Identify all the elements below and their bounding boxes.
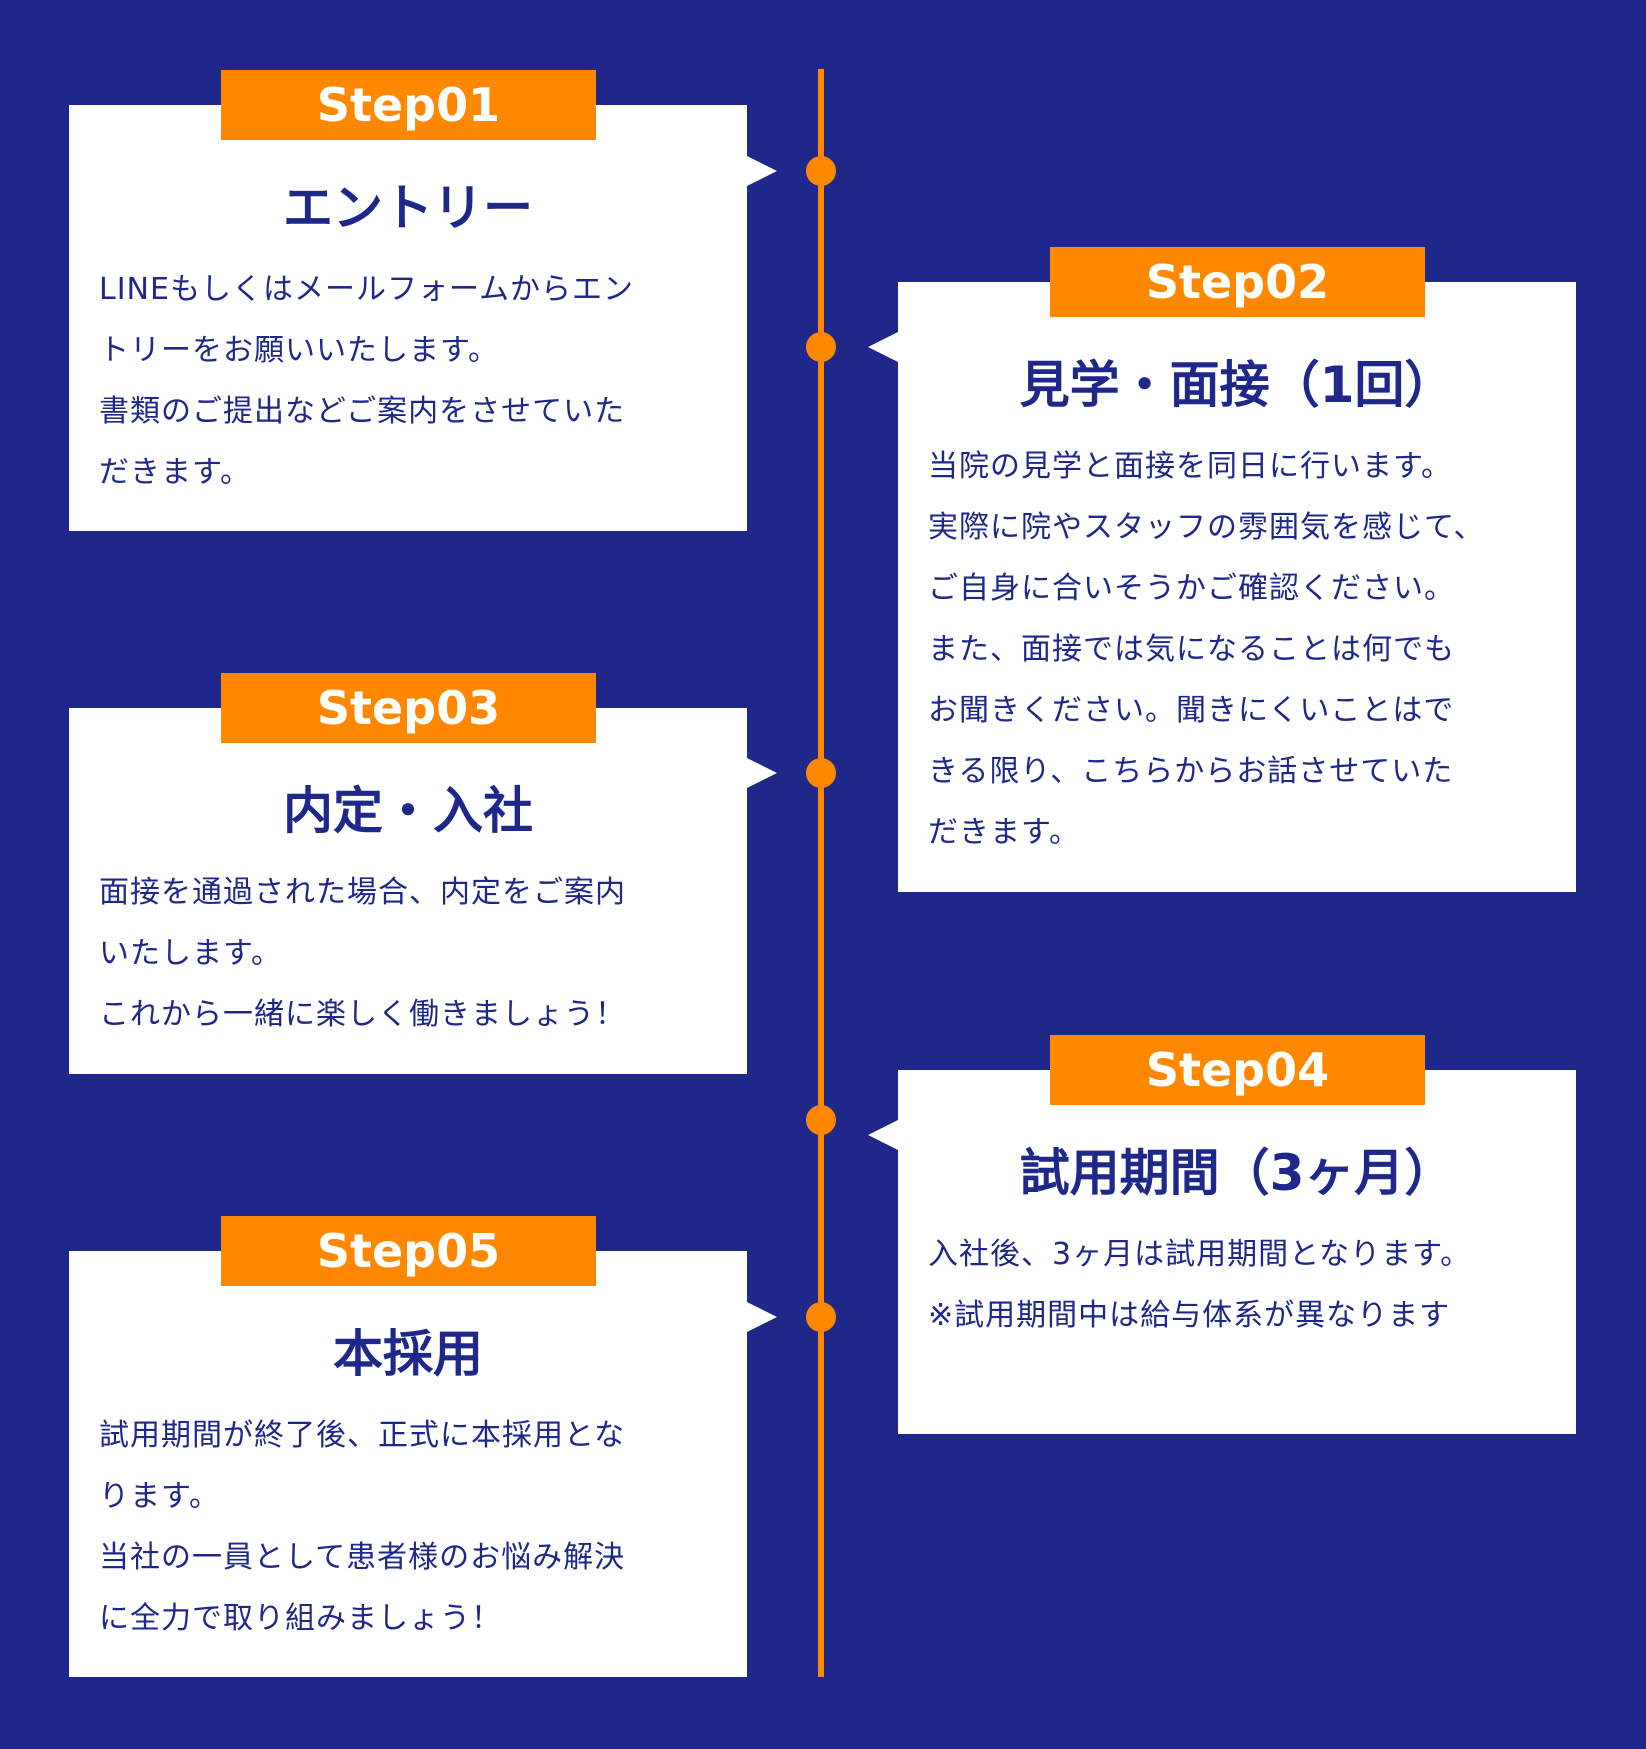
timeline-dot-step04: [806, 1105, 836, 1135]
step-description: 当院の見学と面接を同日に行います。実際に院やスタッフの雰囲気を感じて、ご自身に合…: [928, 436, 1556, 863]
description-line: だきます。: [99, 455, 251, 490]
description-line: 書類のご提出などご案内をさせていた: [99, 394, 626, 429]
step-label: Step04: [1050, 1035, 1425, 1105]
step-description: LINEもしくはメールフォームからエントリーをお願いいたします。書類のご提出など…: [99, 259, 727, 503]
description-line: いたします。: [99, 936, 282, 971]
step-description: 試用期間が終了後、正式に本採用となります。当社の一員として患者様のお悩み解決に全…: [99, 1405, 727, 1649]
description-line: 試用期間が終了後、正式に本採用とな: [99, 1418, 626, 1453]
timeline-dot-step03: [806, 758, 836, 788]
description-line: トリーをお願いいたします。: [99, 333, 499, 368]
step-description: 面接を通過された場合、内定をご案内いたします。これから一緒に楽しく働きましょう！: [99, 862, 727, 1045]
description-line: だきます。: [928, 815, 1080, 850]
description-line: ります。: [99, 1479, 220, 1514]
step-label: Step01: [221, 70, 596, 140]
pointer-arrow: [747, 758, 777, 788]
pointer-arrow: [868, 1120, 898, 1150]
step-card-02: Step02 見学・面接（1回） 当院の見学と面接を同日に行います。実際に院やス…: [868, 247, 1576, 892]
step-title: 本採用: [333, 1325, 483, 1383]
description-line: ※試用期間中は給与体系が異なります: [928, 1298, 1451, 1333]
description-line: 入社後、3ヶ月は試用期間となります。: [928, 1237, 1472, 1272]
step-title: 試用期間（3ヶ月）: [1019, 1144, 1455, 1202]
pointer-arrow: [868, 332, 898, 362]
description-line: これから一緒に楽しく働きましょう！: [99, 997, 626, 1032]
description-line: 当社の一員として患者様のお悩み解決: [99, 1540, 626, 1575]
step-title: 見学・面接（1回）: [1019, 356, 1455, 414]
timeline-dot-step05: [806, 1302, 836, 1332]
timeline-dot-step02: [806, 332, 836, 362]
step-card-01: Step01 エントリー LINEもしくはメールフォームからエントリーをお願いい…: [69, 70, 777, 531]
step-title: 内定・入社: [283, 782, 533, 840]
step-description: 入社後、3ヶ月は試用期間となります。 ※試用期間中は給与体系が異なります: [928, 1224, 1556, 1346]
step-title: エントリー: [283, 179, 533, 237]
step-label: Step03: [221, 673, 596, 743]
pointer-arrow: [747, 156, 777, 186]
timeline-dot-step01: [806, 156, 836, 186]
step-label: Step05: [221, 1216, 596, 1286]
description-line: きる限り、こちらからお話させていた: [928, 754, 1454, 789]
step-card-05: Step05 本採用 試用期間が終了後、正式に本採用となります。当社の一員として…: [69, 1216, 777, 1677]
description-line: に全力で取り組みましょう！: [99, 1601, 502, 1636]
description-line: LINEもしくはメールフォームからエン: [99, 272, 635, 307]
timeline-line: [818, 69, 824, 1677]
description-line: また、面接では気になることは何でも: [928, 632, 1455, 667]
step-card-03: Step03 内定・入社 面接を通過された場合、内定をご案内いたします。これから…: [69, 673, 777, 1074]
description-line: 当院の見学と面接を同日に行います。: [928, 449, 1452, 484]
description-line: 実際に院やスタッフの雰囲気を感じて、: [928, 510, 1485, 545]
description-line: お聞きください。聞きにくいことはで: [928, 693, 1455, 728]
description-line: 面接を通過された場合、内定をご案内: [99, 875, 626, 910]
pointer-arrow: [747, 1302, 777, 1332]
description-line: ご自身に合いそうかご確認ください。: [928, 571, 1455, 606]
step-card-04: Step04 試用期間（3ヶ月） 入社後、3ヶ月は試用期間となります。 ※試用期間…: [868, 1035, 1576, 1434]
step-label: Step02: [1050, 247, 1425, 317]
